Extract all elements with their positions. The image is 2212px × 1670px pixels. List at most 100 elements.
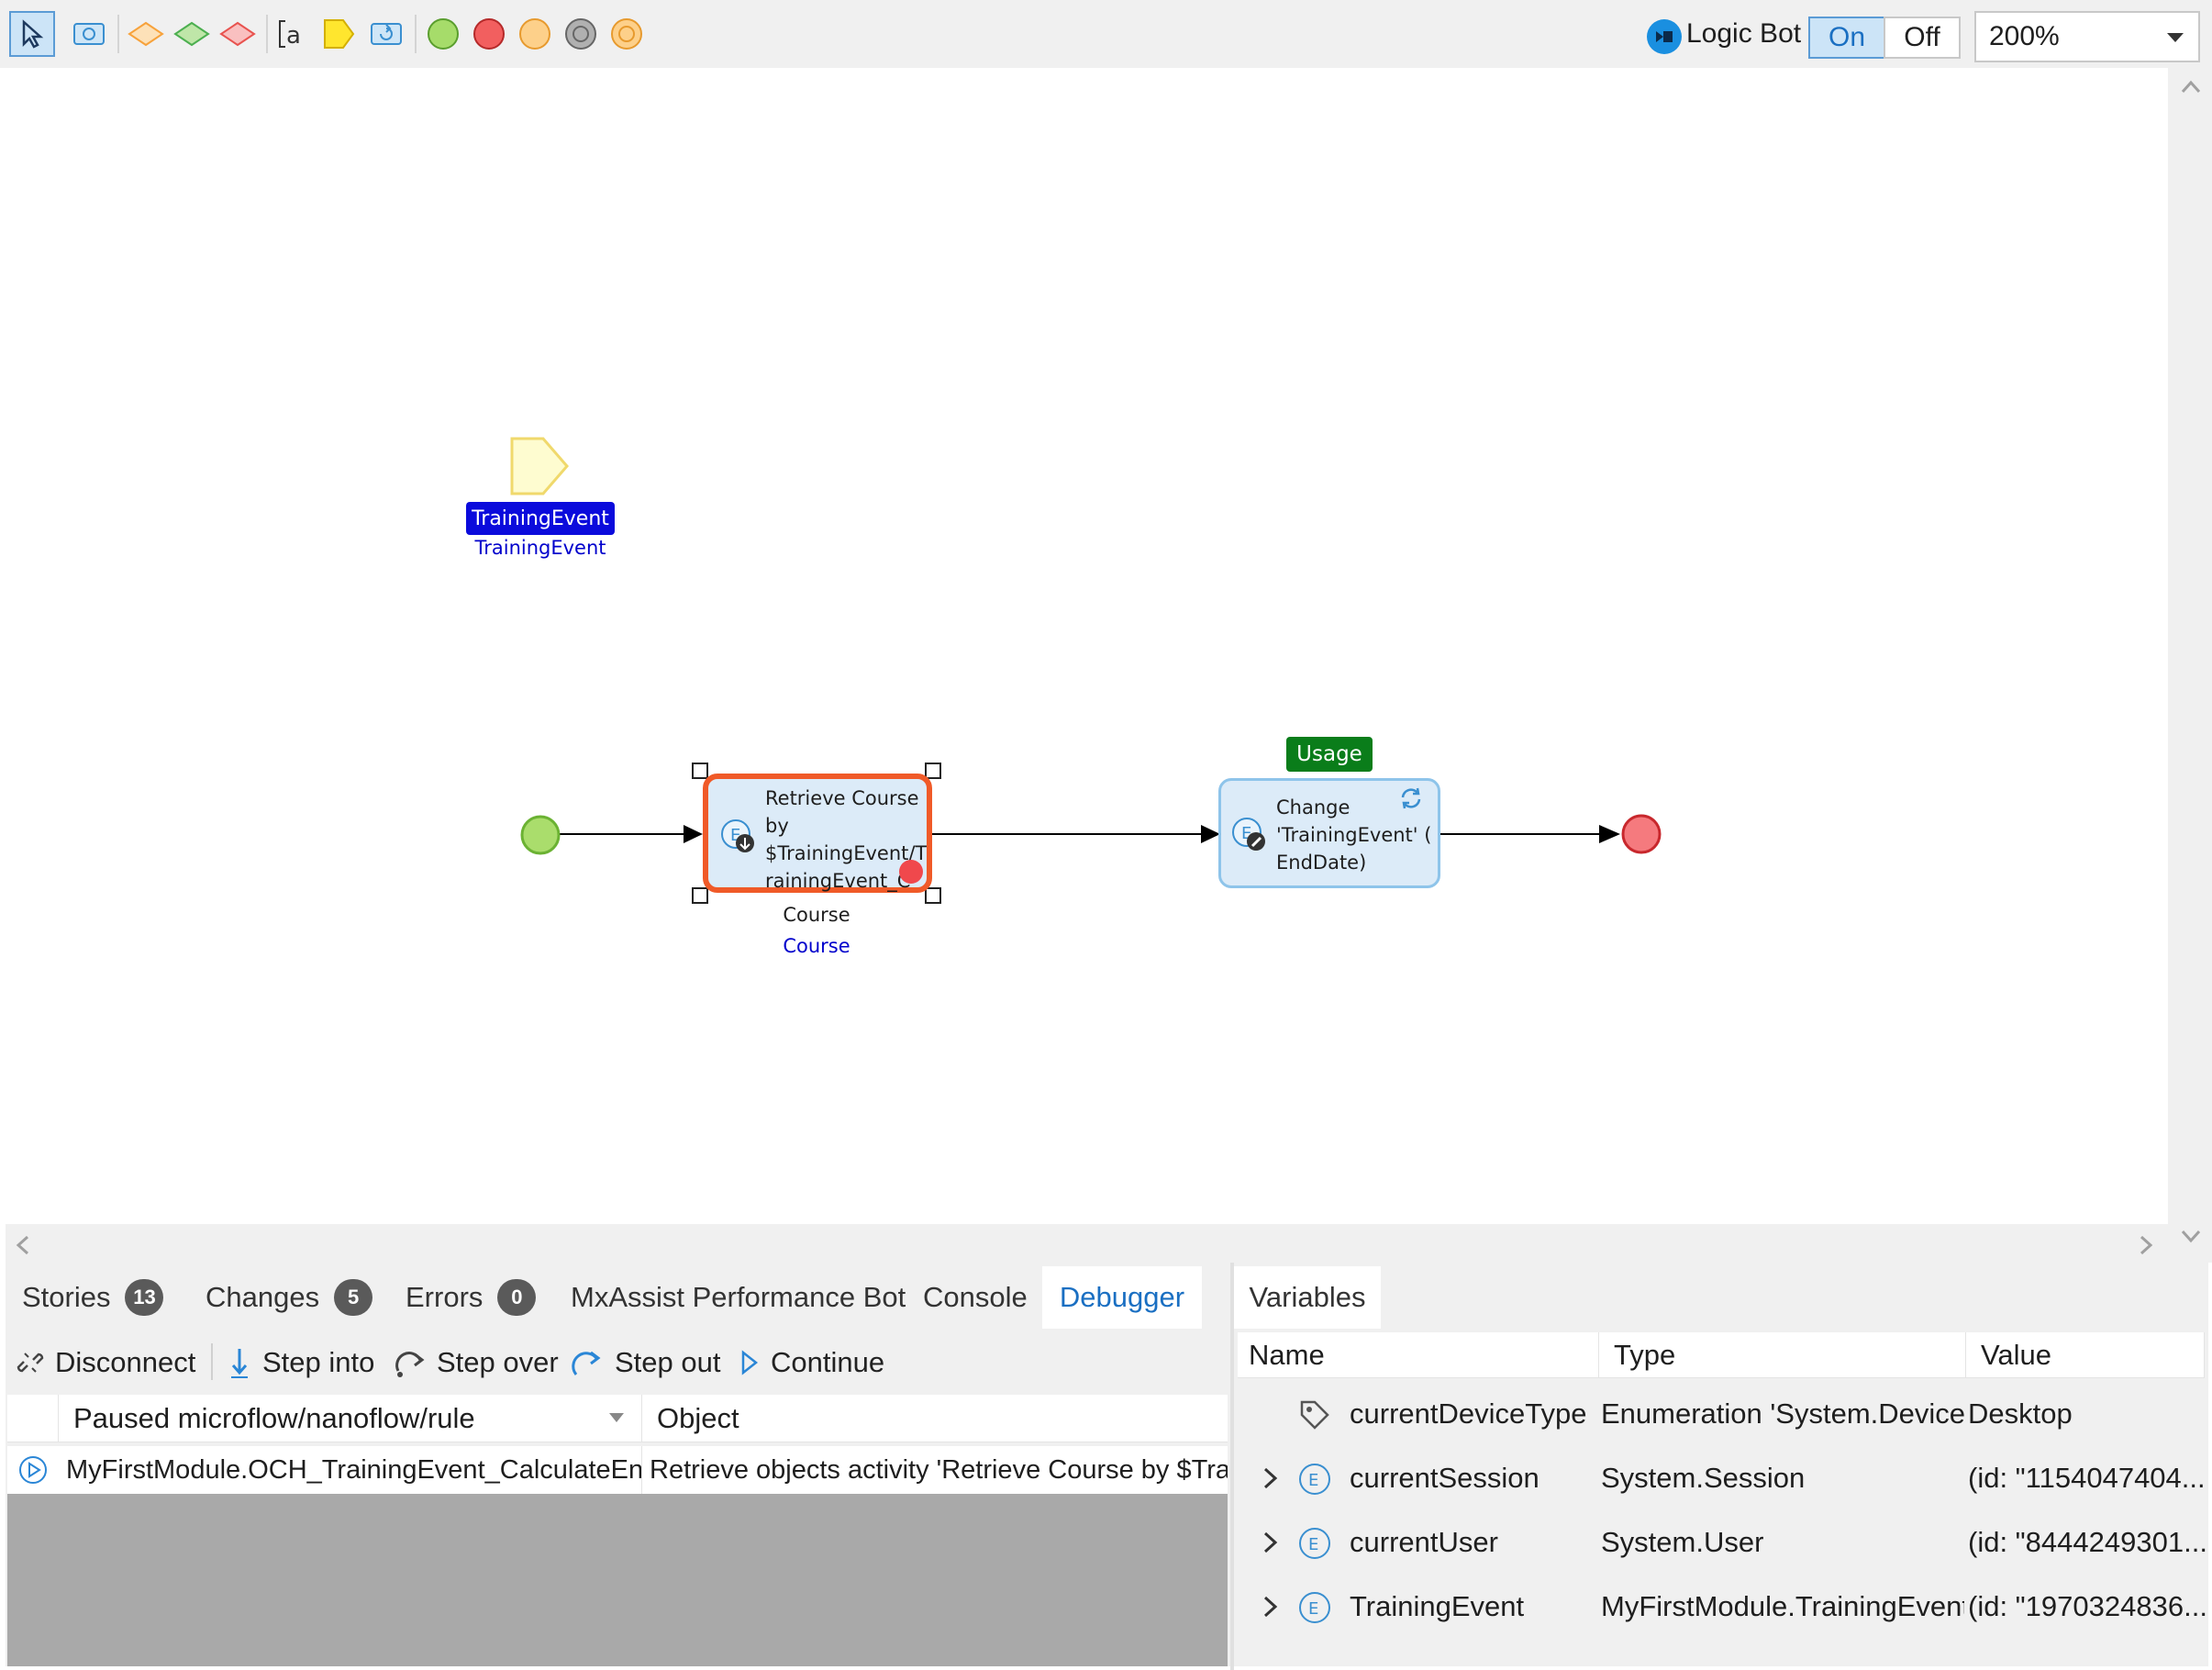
variable-row[interactable]: currentDeviceType Enumeration 'System.De… bbox=[1234, 1382, 2208, 1446]
paused-microflow-cell[interactable]: MyFirstModule.OCH_TrainingEvent_Calculat… bbox=[59, 1446, 642, 1494]
entity-icon: E bbox=[1299, 1464, 1330, 1495]
variable-value: (id: "1970324836... bbox=[1968, 1590, 2206, 1622]
tab-errors[interactable]: Errors 0 bbox=[406, 1266, 537, 1329]
breakpoint-icon[interactable] bbox=[897, 858, 925, 885]
panel-divider[interactable] bbox=[1230, 1263, 1234, 1670]
start-event-icon[interactable] bbox=[519, 814, 561, 856]
parameter-type-label: TrainingEvent bbox=[474, 537, 606, 559]
scroll-right-icon[interactable] bbox=[2140, 1235, 2154, 1255]
step-into-button[interactable]: Step into bbox=[226, 1343, 374, 1382]
end-event-icon[interactable] bbox=[1620, 813, 1662, 855]
tab-stories[interactable]: Stories 13 bbox=[22, 1266, 164, 1329]
refresh-icon bbox=[1401, 787, 1421, 809]
chevron-right-icon[interactable] bbox=[1262, 1466, 1280, 1490]
scroll-down-icon[interactable] bbox=[2181, 1230, 2201, 1244]
toolbar-separator bbox=[415, 15, 417, 53]
variables-value-header[interactable]: Value bbox=[1966, 1332, 2205, 1378]
changes-count-badge: 5 bbox=[334, 1279, 373, 1316]
end-event-tool-button[interactable] bbox=[466, 11, 512, 57]
object-column-header[interactable]: Object bbox=[642, 1395, 1228, 1442]
variable-row[interactable]: E TrainingEvent MyFirstModule.TrainingEv… bbox=[1234, 1575, 2208, 1639]
toolbar-separator bbox=[117, 15, 119, 53]
scroll-left-icon[interactable] bbox=[15, 1235, 29, 1255]
paused-list-empty-area bbox=[7, 1494, 1228, 1666]
retrieve-activity-caption: Retrieve Course by $TrainingEvent/T rain… bbox=[765, 787, 927, 892]
logic-bot-on-toggle[interactable]: On bbox=[1808, 17, 1885, 59]
error-event-tool-button[interactable] bbox=[512, 11, 558, 57]
variable-name: currentDeviceType bbox=[1350, 1397, 1587, 1430]
decision-tool-button[interactable] bbox=[123, 11, 169, 57]
variable-row[interactable]: E currentUser System.User (id: "84442493… bbox=[1234, 1510, 2208, 1575]
microflow-canvas[interactable] bbox=[6, 68, 2168, 1224]
continue-event-icon bbox=[611, 18, 642, 50]
activity-tool-button[interactable] bbox=[66, 11, 112, 57]
error-event-icon bbox=[519, 18, 550, 50]
svg-text:a: a bbox=[286, 22, 301, 50]
retrieve-course-activity[interactable]: E Retrieve Course by $TrainingEvent/T ra… bbox=[703, 774, 932, 893]
svg-text:E: E bbox=[730, 826, 740, 845]
step-into-icon bbox=[231, 1349, 248, 1378]
tab-console[interactable]: Console bbox=[923, 1281, 1028, 1313]
pointer-tool-button[interactable] bbox=[9, 11, 55, 57]
resize-handle[interactable] bbox=[925, 763, 941, 779]
zoom-value: 200% bbox=[1989, 21, 2060, 51]
change-training-event-activity[interactable]: E Change 'TrainingEvent' ( EndDate) bbox=[1218, 778, 1440, 888]
step-out-icon bbox=[572, 1351, 601, 1375]
activity-icon bbox=[73, 23, 105, 45]
disconnect-icon bbox=[17, 1353, 44, 1373]
variable-value: (id: "8444249301... bbox=[1968, 1526, 2206, 1558]
tab-mxassist-performance-bot[interactable]: MxAssist Performance Bot bbox=[571, 1281, 906, 1313]
resize-handle[interactable] bbox=[692, 887, 708, 904]
tab-variables[interactable]: Variables bbox=[1234, 1266, 1381, 1329]
logic-bot-off-toggle[interactable]: Off bbox=[1884, 17, 1961, 59]
entity-icon: E bbox=[1299, 1528, 1330, 1559]
variable-value: (id: "1154047404... bbox=[1968, 1462, 2206, 1494]
change-object-icon: E bbox=[1232, 818, 1265, 851]
variable-row[interactable]: E currentSession System.Session (id: "11… bbox=[1234, 1446, 2208, 1510]
tab-changes[interactable]: Changes 5 bbox=[206, 1266, 373, 1329]
scroll-up-icon[interactable] bbox=[2181, 79, 2201, 94]
merge-diamond-icon bbox=[219, 21, 256, 47]
tab-debugger[interactable]: Debugger bbox=[1042, 1266, 1202, 1329]
enumeration-tag-icon bbox=[1300, 1400, 1329, 1430]
resize-handle[interactable] bbox=[925, 887, 941, 904]
continue-button[interactable]: Continue bbox=[738, 1343, 884, 1382]
break-event-tool-button[interactable] bbox=[558, 11, 604, 57]
annotation-tool-button[interactable]: a bbox=[268, 11, 314, 57]
continue-event-tool-button[interactable] bbox=[604, 11, 650, 57]
resize-handle[interactable] bbox=[692, 763, 708, 779]
object-type-decision-icon bbox=[173, 21, 210, 47]
variable-name: TrainingEvent bbox=[1350, 1590, 1525, 1622]
svg-text:E: E bbox=[1308, 1599, 1318, 1619]
paused-play-icon bbox=[19, 1456, 47, 1484]
parameter-tool-button[interactable] bbox=[316, 11, 361, 57]
vertical-scrollbar[interactable] bbox=[2168, 68, 2212, 1263]
step-out-button[interactable]: Step out bbox=[571, 1343, 720, 1382]
zoom-select[interactable]: 200% bbox=[1974, 11, 2200, 62]
variable-value: Desktop bbox=[1968, 1397, 2073, 1430]
start-event-tool-button[interactable] bbox=[420, 11, 466, 57]
chevron-right-icon[interactable] bbox=[1262, 1595, 1280, 1619]
parameter-shape-icon[interactable] bbox=[508, 435, 572, 499]
loop-tool-button[interactable] bbox=[363, 11, 409, 57]
variables-type-header[interactable]: Type bbox=[1599, 1332, 1966, 1378]
change-activity-caption: Change 'TrainingEvent' ( EndDate) bbox=[1276, 796, 1432, 874]
sort-down-icon[interactable] bbox=[607, 1411, 626, 1424]
disconnect-button[interactable]: Disconnect bbox=[15, 1343, 195, 1382]
horizontal-scrollbar[interactable] bbox=[6, 1224, 2168, 1263]
chevron-down-icon bbox=[2167, 33, 2184, 42]
merge-tool-button[interactable] bbox=[215, 11, 261, 57]
paused-column-header[interactable]: Paused microflow/nanoflow/rule bbox=[59, 1395, 642, 1442]
variables-name-header[interactable]: Name bbox=[1238, 1332, 1599, 1378]
retrieve-output-type: Course bbox=[783, 935, 850, 957]
paused-object-cell[interactable]: Retrieve objects activity 'Retrieve Cour… bbox=[642, 1446, 1228, 1494]
variable-name: currentUser bbox=[1350, 1526, 1498, 1558]
debugger-toolbar bbox=[6, 1329, 1230, 1395]
step-over-button[interactable]: Step over bbox=[393, 1343, 559, 1382]
object-type-decision-tool-button[interactable] bbox=[169, 11, 215, 57]
parameter-name-badge[interactable]: TrainingEvent bbox=[466, 502, 615, 535]
chevron-right-icon[interactable] bbox=[1262, 1531, 1280, 1554]
paused-row-icon-cell[interactable] bbox=[7, 1446, 59, 1494]
break-event-icon bbox=[565, 18, 596, 50]
variable-type: Enumeration 'System.Device... bbox=[1601, 1397, 1964, 1430]
